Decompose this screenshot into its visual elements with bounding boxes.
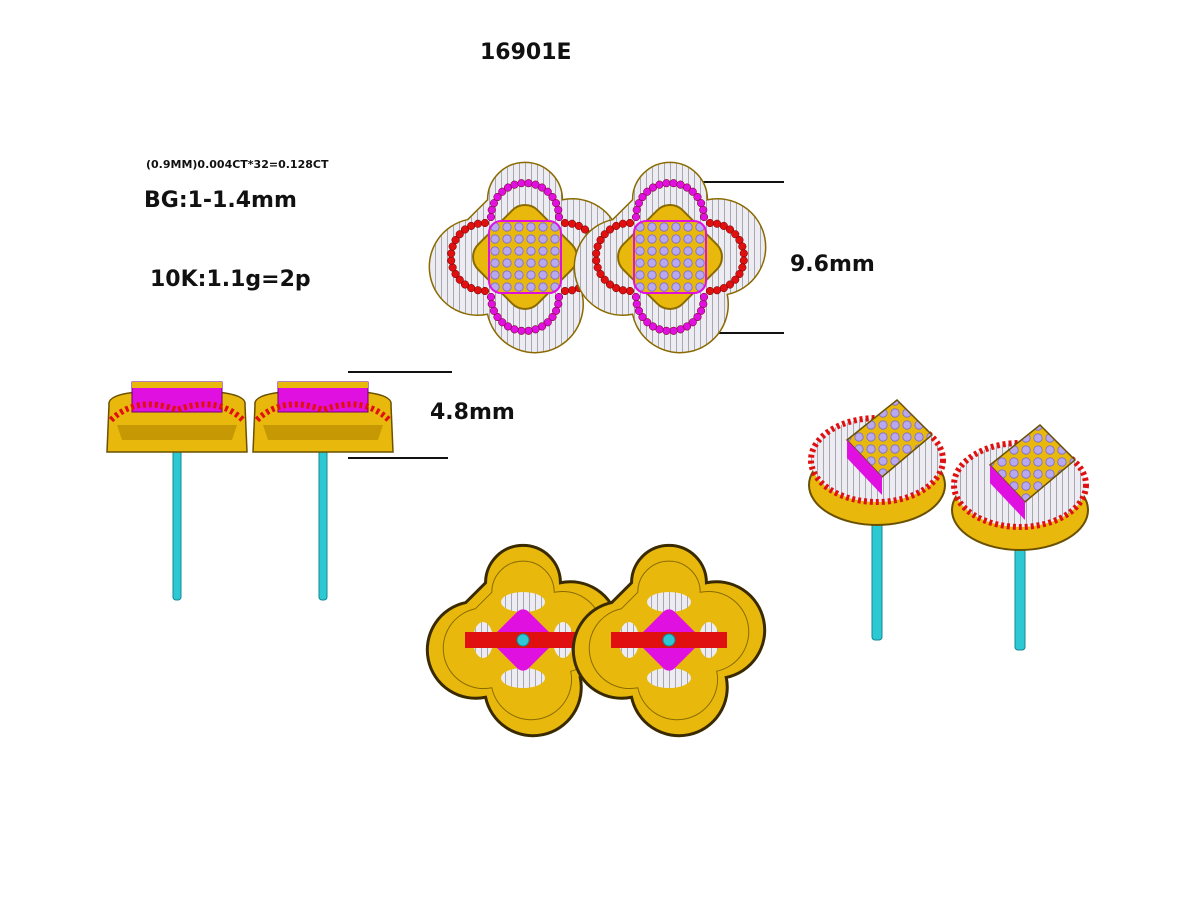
height-dimension-label: 4.8mm [430, 400, 515, 425]
back-view-pair [425, 543, 767, 738]
baguette-spec-label: BG:1-1.4mm [144, 188, 297, 213]
earring-top-left [428, 161, 622, 354]
post [172, 449, 182, 601]
top-view-pair [428, 161, 767, 354]
earring-perspective-right [951, 423, 1089, 651]
metal-weight-label: 10K:1.1g=2p [150, 267, 311, 292]
post [318, 449, 328, 601]
earring-side-left [106, 381, 248, 601]
earring-side-right [252, 381, 394, 601]
model-code-title: 16901E [480, 40, 572, 65]
height-dimension-lines [348, 371, 452, 459]
earring-perspective-left [808, 398, 946, 641]
width-dimension-label: 9.6mm [790, 252, 875, 277]
perspective-view-pair [808, 398, 1089, 651]
stone-spec-label: (0.9MM)0.004CT*32=0.128CT [146, 158, 329, 171]
side-view-pair [106, 381, 394, 601]
earring-back-right [571, 543, 767, 738]
earring-back-left [425, 543, 621, 738]
earring-top-right [573, 161, 767, 354]
